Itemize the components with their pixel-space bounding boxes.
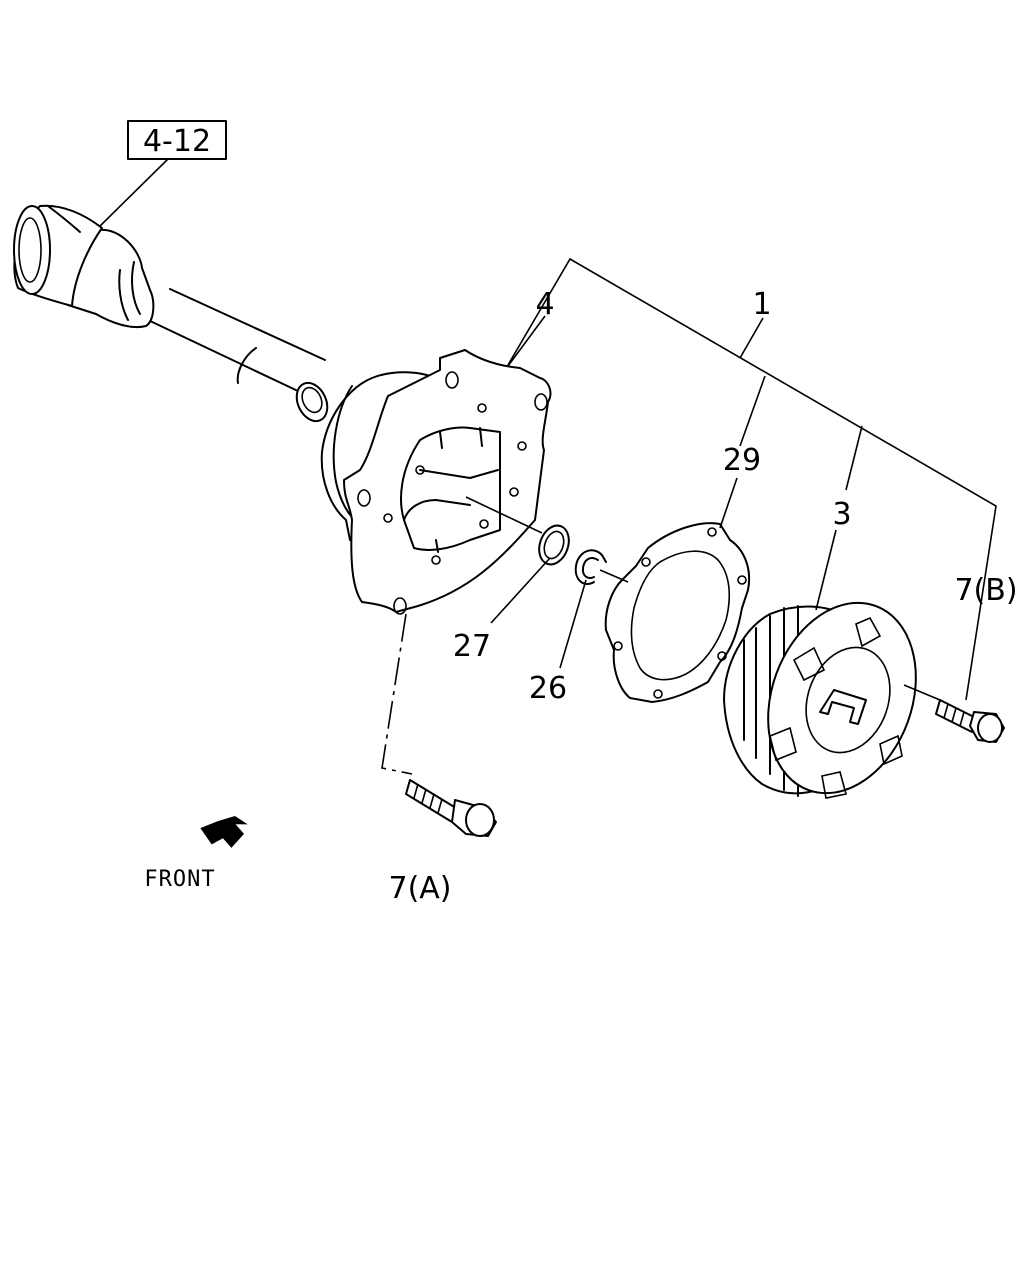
front-direction-label: FRONT [144,867,215,892]
callout-assembly-label: 1 [752,287,771,322]
reference-box-label: 4-12 [143,124,211,159]
front-arrow-icon [200,816,248,848]
gasket-part [604,522,750,703]
bolt-b [935,699,1005,743]
snap-ring-26 [574,549,607,585]
callout-flange-label: 4 [535,287,554,322]
bolt-a [405,779,497,837]
flange-part [320,349,552,615]
callout-snap-ring-26-label: 26 [529,671,567,706]
callout-hub-cap-label: 3 [832,497,851,532]
callout-leaders [381,257,997,775]
reference-leader-line [97,158,169,229]
reference-box[interactable]: 4-12 [127,120,227,160]
callout-bolt-b-label: 7(B) [954,573,1017,608]
ring-27 [538,524,570,566]
callout-bolt-a-label: 7(A) [388,871,451,906]
assembly-axis-lines [465,496,941,701]
callout-ring-27-label: 27 [453,629,491,664]
callout-gasket-label: 29 [723,443,761,478]
drive-shaft [13,204,329,423]
hub-cap-part [723,601,917,799]
